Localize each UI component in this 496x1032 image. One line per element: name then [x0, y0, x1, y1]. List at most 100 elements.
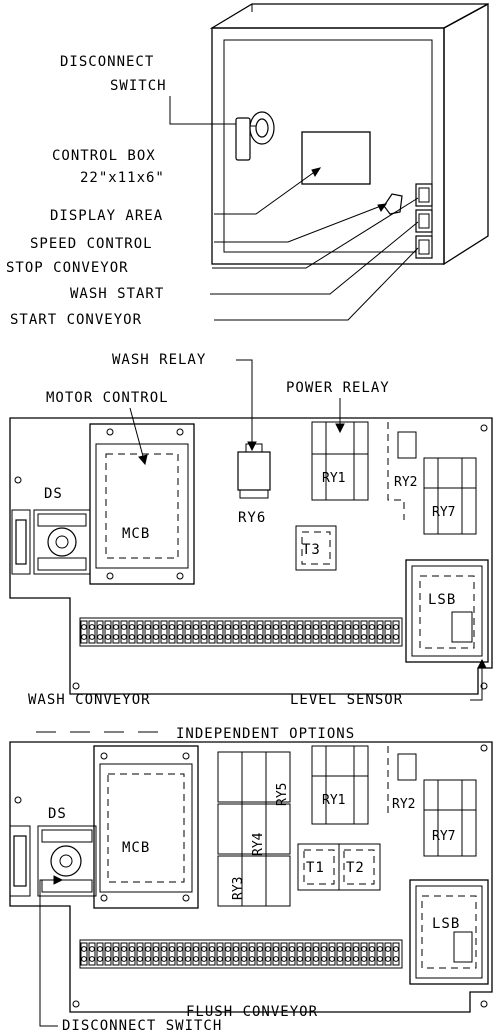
label-stop-conveyor: STOP CONVEYOR	[6, 260, 129, 276]
terminal-screw	[105, 634, 111, 640]
terminal-block	[128, 942, 136, 966]
terminal-screw	[273, 946, 279, 952]
terminal-screw	[233, 946, 239, 952]
disconnect-switch-handle	[235, 111, 275, 161]
label-disconnect-switch-2: SWITCH	[110, 78, 167, 94]
terminal-screw	[177, 634, 183, 640]
terminal-screw	[353, 624, 359, 630]
terminal-block	[80, 942, 88, 966]
control-box-drawing	[209, 2, 489, 266]
terminal-screw	[225, 956, 231, 962]
label-control-box-1: CONTROL BOX	[52, 148, 156, 164]
terminal-screw	[353, 946, 359, 952]
label-disconnect-switch-bottom: DISCONNECT SWITCH	[62, 1018, 222, 1032]
label-independent-options: INDEPENDENT OPTIONS	[176, 726, 355, 742]
terminal-screw	[209, 956, 215, 962]
terminal-block	[368, 620, 376, 644]
terminal-screw	[153, 956, 159, 962]
t3-transformer	[295, 525, 337, 571]
terminal-screw	[89, 956, 95, 962]
flush-ry2-label: RY2	[392, 797, 415, 812]
terminal-screw	[337, 946, 343, 952]
terminal-screw	[113, 946, 119, 952]
terminal-screw	[265, 634, 271, 640]
ry7-relay	[423, 457, 477, 535]
terminal-block	[144, 942, 152, 966]
terminal-block	[336, 620, 344, 644]
terminal-screw	[105, 946, 111, 952]
terminal-block	[96, 942, 104, 966]
terminal-screw	[241, 946, 247, 952]
terminal-block	[184, 620, 192, 644]
terminal-block	[192, 942, 200, 966]
terminal-screw	[185, 634, 191, 640]
terminal-screw	[273, 624, 279, 630]
terminal-screw	[145, 956, 151, 962]
terminal-block	[176, 942, 184, 966]
terminal-screw	[153, 624, 159, 630]
t3-label: T3	[302, 542, 321, 558]
mcb	[89, 423, 195, 585]
terminal-screw	[161, 634, 167, 640]
terminal-screw	[393, 946, 399, 952]
terminal-screw	[113, 624, 119, 630]
ry2-label: RY2	[394, 475, 417, 490]
terminal-screw	[185, 956, 191, 962]
terminal-strip	[79, 617, 403, 647]
terminal-screw	[113, 634, 119, 640]
terminal-screw	[305, 624, 311, 630]
terminal-screw	[329, 634, 335, 640]
terminal-screw	[193, 624, 199, 630]
terminal-screw	[209, 946, 215, 952]
terminal-screw	[121, 624, 127, 630]
terminal-screw	[193, 956, 199, 962]
terminal-block	[240, 942, 248, 966]
start-conveyor-button	[415, 235, 433, 259]
terminal-screw	[345, 624, 351, 630]
t1-label: T1	[306, 860, 325, 876]
terminal-screw	[145, 946, 151, 952]
terminal-screw	[329, 956, 335, 962]
terminal-screw	[249, 956, 255, 962]
terminal-block	[296, 942, 304, 966]
terminal-screw	[369, 634, 375, 640]
flush-ry2-relay	[397, 753, 417, 781]
terminal-screw	[161, 946, 167, 952]
terminal-screw	[225, 946, 231, 952]
terminal-screw	[177, 624, 183, 630]
terminal-screw	[217, 634, 223, 640]
terminal-screw	[289, 956, 295, 962]
terminal-screw	[385, 634, 391, 640]
terminal-screw	[377, 624, 383, 630]
terminal-screw	[105, 624, 111, 630]
terminal-screw	[337, 624, 343, 630]
flush-panel: DS MCB RY3 RY	[9, 741, 493, 1013]
wash-start-button	[415, 209, 433, 233]
terminal-screw	[313, 624, 319, 630]
terminal-screw	[297, 624, 303, 630]
terminal-screw	[345, 956, 351, 962]
terminal-screw	[193, 946, 199, 952]
terminal-block	[208, 620, 216, 644]
terminal-block	[312, 942, 320, 966]
terminal-block	[384, 942, 392, 966]
terminal-screw	[97, 634, 103, 640]
terminal-block	[232, 942, 240, 966]
terminal-block	[160, 620, 168, 644]
terminal-screw	[201, 624, 207, 630]
terminal-screw	[169, 946, 175, 952]
terminal-screw	[129, 956, 135, 962]
terminal-block	[360, 942, 368, 966]
terminal-screw	[121, 946, 127, 952]
ry1-relay	[311, 421, 369, 501]
flush-terminal-strip	[79, 939, 403, 969]
terminal-block	[312, 620, 320, 644]
terminal-screw	[225, 634, 231, 640]
terminal-block	[128, 620, 136, 644]
terminal-screw	[201, 634, 207, 640]
flush-mcb	[93, 745, 199, 909]
terminal-block	[344, 942, 352, 966]
terminal-screw	[345, 946, 351, 952]
ry6-label: RY6	[238, 510, 266, 526]
terminal-screw	[385, 946, 391, 952]
